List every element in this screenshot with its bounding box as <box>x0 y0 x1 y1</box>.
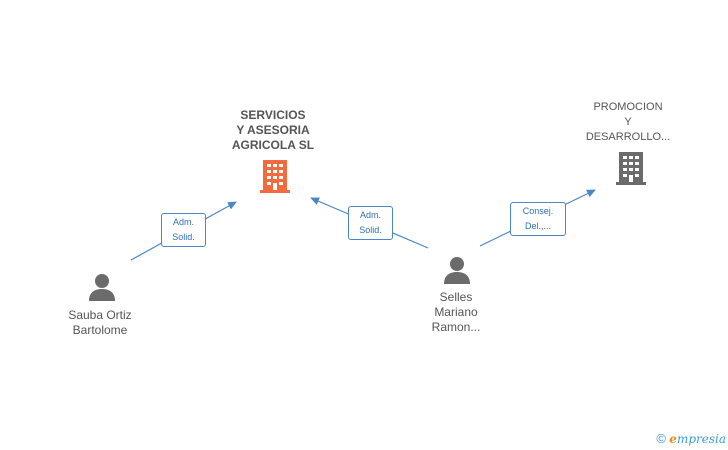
building-icon[interactable] <box>259 159 291 194</box>
edge-label-line: Adm. <box>359 210 381 220</box>
edge-label-line: Adm. <box>172 217 194 227</box>
company-label-promocion[interactable]: PROMOCION Y DESARROLLO... <box>580 100 676 145</box>
person-label-selles[interactable]: Selles Mariano Ramon... <box>408 290 504 335</box>
company-line: Y ASESORIA <box>236 123 310 137</box>
company-line: DESARROLLO... <box>585 131 671 143</box>
logo-text: mpresia <box>676 432 726 446</box>
company-line: Y <box>624 116 632 128</box>
company-line: PROMOCION <box>593 101 663 113</box>
edge-label-line: Solid. <box>172 232 195 242</box>
copyright-symbol: © <box>656 431 666 446</box>
edge-label-line: Del.,... <box>524 221 551 231</box>
person-label-sauba[interactable]: Sauba Ortiz Bartolome <box>52 308 148 338</box>
person-line: Ramon... <box>431 320 481 334</box>
edge-label-line: Solid. <box>359 225 382 235</box>
company-line: AGRICOLA SL <box>231 138 315 152</box>
person-line: Selles <box>439 290 473 304</box>
empresia-logo: empresia <box>669 432 726 446</box>
building-icon[interactable] <box>615 151 647 186</box>
company-label-servicios[interactable]: SERVICIOS Y ASESORIA AGRICOLA SL <box>222 108 324 153</box>
edge-label-adm-solid[interactable]: Adm. Solid. <box>161 213 206 247</box>
person-line: Bartolome <box>72 323 128 337</box>
person-icon[interactable] <box>442 255 472 285</box>
edge-label-adm-solid[interactable]: Adm. Solid. <box>348 206 393 240</box>
person-icon[interactable] <box>87 272 117 302</box>
person-line: Sauba Ortiz <box>68 308 132 322</box>
empresia-watermark: © empresia <box>656 431 726 446</box>
logo-letter: e <box>669 432 677 446</box>
company-line: SERVICIOS <box>240 108 306 122</box>
edge-label-line: Consej. <box>522 206 554 216</box>
edge-label-consej-del[interactable]: Consej. Del.,... <box>510 202 566 236</box>
person-line: Mariano <box>434 305 478 319</box>
